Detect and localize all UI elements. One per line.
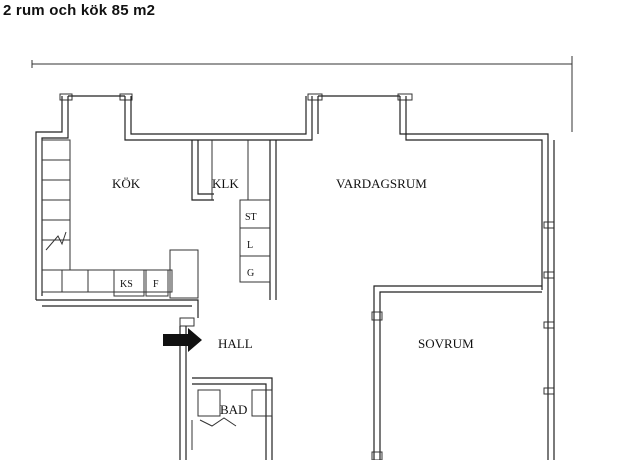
klk-closet bbox=[191, 140, 277, 300]
fixture-label-g: G bbox=[247, 268, 254, 279]
kitchen-counter bbox=[36, 139, 199, 327]
room-label-bad: BAD bbox=[220, 402, 247, 417]
fixture-label-f: F bbox=[153, 279, 159, 290]
outer-walls bbox=[35, 93, 555, 460]
fixture-label-st: ST bbox=[245, 212, 257, 223]
room-label-klk: KLK bbox=[212, 176, 239, 191]
entrance-arrow-icon bbox=[163, 328, 202, 352]
room-label-kok: KÖK bbox=[112, 176, 141, 191]
plan-title: 2 rum och kök 85 m2 bbox=[3, 2, 156, 19]
room-label-vardagsrum: VARDAGSRUM bbox=[336, 176, 427, 191]
bath-walls bbox=[179, 326, 273, 460]
fixture-label-ks: KS bbox=[120, 279, 133, 290]
fixture-label-l: L bbox=[247, 240, 253, 251]
room-label-hall: HALL bbox=[218, 336, 253, 351]
room-label-sovrum: SOVRUM bbox=[418, 336, 474, 351]
bedroom-walls bbox=[371, 285, 542, 460]
